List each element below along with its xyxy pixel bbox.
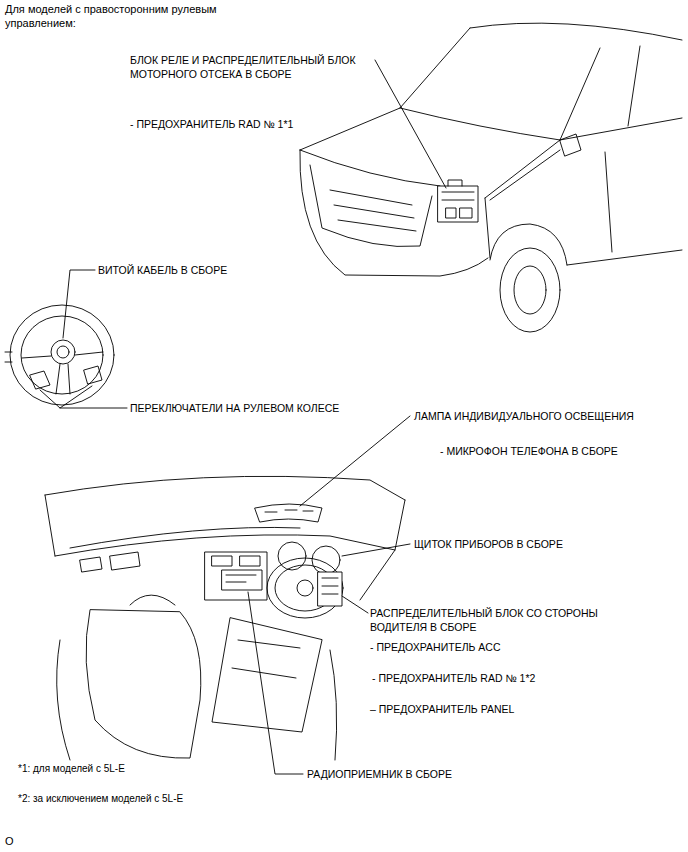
- line-art-stroke: [45, 495, 55, 556]
- part-label: ЛАМПА ИНДИВИДУАЛЬНОГО ОСВЕЩЕНИЯ: [414, 409, 634, 423]
- part-label: БЛОК РЕЛЕ И РАСПРЕДЕЛИТЕЛЬНЫЙ БЛОК МОТОР…: [130, 53, 375, 81]
- line-art-stroke: [57, 640, 70, 760]
- line-art-stroke: [110, 552, 140, 570]
- line-art-stroke: [240, 556, 260, 566]
- line-art-stroke: [485, 140, 560, 198]
- line-art-stroke: [205, 552, 267, 600]
- line-art-stroke: [84, 366, 102, 384]
- sub-item: - ПРЕДОХРАНИТЕЛЬ RAD № 1*2: [372, 671, 535, 685]
- line-art-stroke: [45, 476, 405, 500]
- page-mark: O: [5, 834, 14, 848]
- line-art-stroke: [232, 640, 300, 678]
- line-art-stroke: [51, 340, 75, 364]
- steering-wheel: [5, 270, 127, 408]
- line-art-stroke: [360, 500, 405, 600]
- line-art-stroke: [342, 596, 368, 613]
- line-art-stroke: [485, 198, 490, 258]
- part-label: РАДИОПРИЕМНИК В СБОРЕ: [307, 767, 452, 781]
- line-art-stroke: [278, 542, 306, 570]
- line-art-stroke: [560, 48, 600, 140]
- line-art-stroke: [57, 346, 69, 358]
- line-art-stroke: [267, 558, 343, 618]
- line-art-stroke: [70, 527, 300, 548]
- line-art-stroke: [330, 650, 337, 760]
- line-art-stroke: [10, 305, 114, 405]
- line-art-stroke: [63, 270, 95, 338]
- line-art-stroke: [400, 28, 470, 108]
- part-label: РАСПРЕДЕЛИТЕЛЬНЫЙ БЛОК СО СТОРОНЫ ВОДИТЕ…: [370, 606, 615, 634]
- line-art-stroke: [342, 544, 410, 556]
- line-art-stroke: [500, 248, 560, 332]
- line-art-stroke: [40, 390, 127, 408]
- line-art-stroke: [300, 416, 410, 506]
- line-art-stroke: [400, 108, 560, 140]
- vehicle-interior: [45, 416, 410, 774]
- line-art-stroke: [248, 592, 303, 774]
- line-art-stroke: [560, 134, 581, 156]
- line-art-stroke: [226, 575, 256, 582]
- line-art-stroke: [130, 595, 175, 605]
- line-art-stroke: [255, 504, 322, 522]
- line-art-stroke: [80, 557, 102, 572]
- line-art-stroke: [60, 386, 92, 408]
- sub-item: - ПРЕДОХРАНИТЕЛЬ ACC: [370, 640, 501, 654]
- line-art-stroke: [297, 580, 313, 596]
- line-art-stroke: [322, 578, 338, 594]
- line-art-stroke: [318, 572, 342, 606]
- line-art-stroke: [22, 352, 103, 394]
- line-art-stroke: [330, 190, 416, 231]
- line-art-stroke: [265, 510, 313, 512]
- line-art-stroke: [605, 152, 612, 252]
- car-exterior: [300, 23, 682, 332]
- line-art-stroke: [490, 224, 567, 265]
- part-label: ЩИТОК ПРИБОРОВ В СБОРЕ: [414, 537, 563, 551]
- sub-item: – ПРЕДОХРАНИТЕЛЬ PANEL: [370, 702, 514, 716]
- line-art-stroke: [55, 535, 395, 556]
- line-art-stroke: [560, 118, 682, 140]
- line-art-stroke: [21, 316, 103, 394]
- line-art-stroke: [5, 352, 12, 362]
- line-art-stroke: [567, 250, 682, 265]
- line-art-stroke: [30, 371, 50, 389]
- line-art-stroke: [300, 150, 440, 186]
- footnote: *2: за исключением моделей с 5L-E: [18, 792, 183, 806]
- line-art-stroke: [628, 46, 640, 126]
- line-art-stroke: [222, 570, 262, 590]
- footnote: *1: для моделей с 5L-E: [18, 762, 125, 776]
- line-art-stroke: [442, 180, 474, 218]
- line-art-stroke: [212, 556, 232, 566]
- line-art-stroke: [212, 618, 322, 732]
- line-art-stroke: [375, 60, 446, 188]
- line-art-stroke: [300, 150, 488, 276]
- line-art-stroke: [514, 266, 546, 314]
- part-label: ПЕРЕКЛЮЧАТЕЛИ НА РУЛЕВОМ КОЛЕСЕ: [130, 401, 339, 415]
- sub-item: - МИКРОФОН ТЕЛЕФОНА В СБОРЕ: [440, 444, 618, 458]
- heading: Для моделей с правосторонним рулевым упр…: [5, 2, 250, 30]
- line-art-stroke: [86, 610, 201, 758]
- sub-item: - ПРЕДОХРАНИТЕЛЬ RAD № 1*1: [130, 117, 293, 131]
- line-art-stroke: [490, 150, 560, 200]
- line-art-stroke: [470, 23, 682, 40]
- part-label: ВИТОЙ КАБЕЛЬ В СБОРЕ: [98, 263, 227, 277]
- line-art-stroke: [310, 165, 432, 247]
- line-art-stroke: [300, 108, 400, 150]
